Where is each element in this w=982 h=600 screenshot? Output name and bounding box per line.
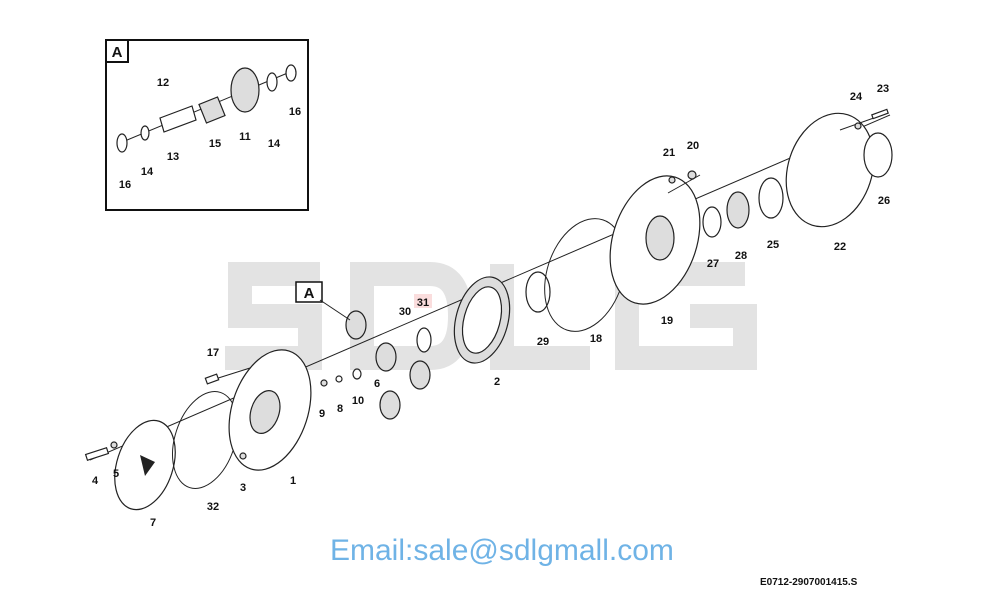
svg-text:19: 19 bbox=[661, 315, 673, 327]
svg-text:22: 22 bbox=[834, 241, 846, 253]
svg-text:24: 24 bbox=[850, 91, 863, 103]
part-labels: 31 30 17 6 10 9 8 2 29 18 19 27 28 25 22… bbox=[92, 83, 890, 529]
svg-text:25: 25 bbox=[767, 239, 779, 251]
svg-text:1: 1 bbox=[290, 475, 296, 487]
part-22-disc bbox=[785, 112, 875, 228]
svg-text:23: 23 bbox=[877, 83, 889, 95]
svg-text:7: 7 bbox=[150, 517, 156, 529]
svg-text:21: 21 bbox=[663, 147, 675, 159]
svg-text:5: 5 bbox=[113, 468, 119, 480]
part-6-gear bbox=[375, 342, 397, 372]
part-25-ring bbox=[758, 177, 784, 219]
part-31-bearing bbox=[416, 327, 432, 353]
svg-text:2: 2 bbox=[494, 376, 500, 388]
svg-text:13: 13 bbox=[167, 151, 179, 163]
planet-gear bbox=[409, 360, 431, 390]
svg-text:8: 8 bbox=[337, 403, 343, 415]
svg-text:30: 30 bbox=[399, 306, 411, 318]
planet-gear bbox=[345, 310, 367, 340]
svg-text:16: 16 bbox=[289, 106, 301, 118]
drawing-code: E0712-2907001415.S bbox=[760, 577, 858, 588]
part-16-ring bbox=[285, 64, 297, 82]
detail-labels: 12 16 14 11 15 13 14 16 bbox=[119, 77, 301, 191]
detail-view-a: A 12 16 14 11 15 13 14 16 bbox=[105, 39, 309, 211]
svg-text:16: 16 bbox=[119, 179, 131, 191]
svg-text:20: 20 bbox=[687, 140, 699, 152]
part-28-seal bbox=[726, 191, 750, 229]
part-27-sleeve bbox=[702, 206, 722, 238]
svg-text:6: 6 bbox=[374, 378, 380, 390]
detail-marker-label: A bbox=[112, 44, 123, 61]
part-11-gear bbox=[230, 67, 260, 113]
detail-reference-box bbox=[295, 281, 323, 303]
planet-gear bbox=[379, 390, 401, 420]
svg-text:28: 28 bbox=[735, 250, 747, 262]
part-15-bearing bbox=[198, 96, 226, 124]
svg-text:26: 26 bbox=[878, 195, 890, 207]
email-watermark: Email:sale@sdlgmall.com bbox=[330, 534, 674, 567]
detail-marker-box bbox=[105, 39, 129, 63]
svg-text:10: 10 bbox=[352, 395, 364, 407]
part-14-washer bbox=[140, 125, 150, 141]
part-16-ring bbox=[116, 133, 128, 153]
svg-text:17: 17 bbox=[207, 347, 219, 359]
svg-text:15: 15 bbox=[209, 138, 221, 150]
logo-triangle-icon bbox=[140, 455, 155, 476]
svg-text:27: 27 bbox=[707, 258, 719, 270]
svg-text:14: 14 bbox=[141, 166, 154, 178]
part-26-seal bbox=[863, 132, 893, 178]
part-29-bearing bbox=[525, 271, 551, 313]
svg-text:31: 31 bbox=[417, 297, 429, 309]
main-assembly: A bbox=[84, 108, 893, 511]
svg-text:18: 18 bbox=[590, 333, 602, 345]
part-14-washer bbox=[266, 72, 278, 92]
svg-text:4: 4 bbox=[92, 475, 99, 487]
svg-text:3: 3 bbox=[240, 482, 246, 494]
svg-text:12: 12 bbox=[157, 77, 169, 89]
svg-text:29: 29 bbox=[537, 336, 549, 348]
svg-text:9: 9 bbox=[319, 408, 325, 420]
svg-text:11: 11 bbox=[239, 131, 251, 143]
svg-text:14: 14 bbox=[268, 138, 281, 150]
detail-reference-label: A bbox=[304, 285, 315, 302]
part-13-pin bbox=[159, 105, 197, 133]
svg-text:32: 32 bbox=[207, 501, 219, 513]
